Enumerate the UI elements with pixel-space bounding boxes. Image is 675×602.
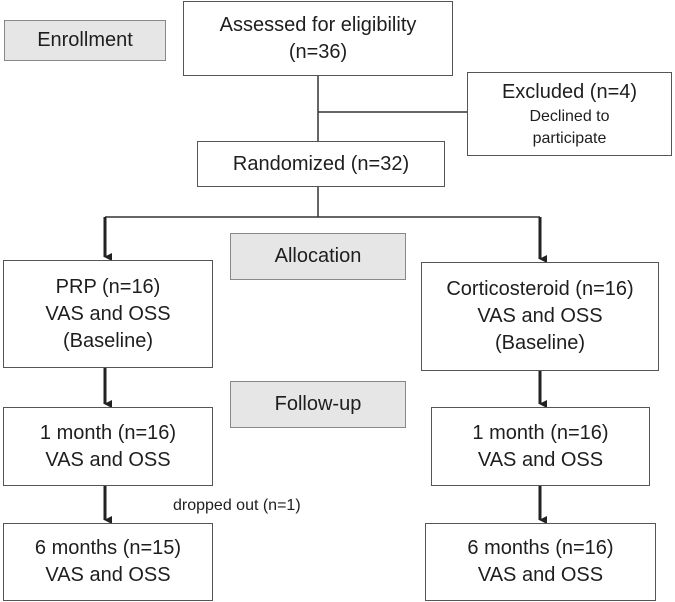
- prp-month6-box: 6 months (n=15) VAS and OSS: [3, 523, 213, 601]
- prp-baseline-line2: VAS and OSS: [45, 302, 171, 325]
- stage-label-allocation: Allocation: [230, 233, 406, 280]
- prp-baseline-line1: PRP (n=16): [55, 275, 161, 298]
- cs-baseline-box: Corticosteroid (n=16) VAS and OSS (Basel…: [421, 262, 659, 371]
- prp-month1-box: 1 month (n=16) VAS and OSS: [3, 407, 213, 486]
- randomized-box: Randomized (n=32): [197, 141, 445, 187]
- excluded-line3: participate: [532, 129, 607, 147]
- randomized-line1: Randomized (n=32): [232, 152, 410, 175]
- excluded-box: Excluded (n=4) Declined to participate: [467, 72, 672, 156]
- cs-month6-line1: 6 months (n=16): [467, 537, 614, 559]
- cs-month1-line2: VAS and OSS: [477, 448, 604, 471]
- prp-month6-line2: VAS and OSS: [45, 564, 171, 586]
- cs-baseline-line2: VAS and OSS: [477, 305, 603, 327]
- stage-label-enrollment: Enrollment: [4, 20, 166, 61]
- assessed-box: Assessed for eligibility (n=36): [183, 1, 453, 76]
- cs-month6-box: 6 months (n=16) VAS and OSS: [425, 523, 656, 601]
- prp-baseline-box: PRP (n=16) VAS and OSS (Baseline): [3, 260, 213, 368]
- cs-baseline-line3: (Baseline): [494, 332, 586, 354]
- prp-month1-line2: VAS and OSS: [45, 448, 171, 471]
- prp-month1-line1: 1 month (n=16): [39, 421, 177, 444]
- stage-label-followup: Follow-up: [230, 381, 406, 428]
- cs-month1-box: 1 month (n=16) VAS and OSS: [431, 407, 650, 486]
- prp-baseline-line3: (Baseline): [62, 329, 154, 352]
- assessed-line1: Assessed for eligibility: [219, 13, 417, 36]
- cs-month6-line2: VAS and OSS: [477, 564, 604, 586]
- prp-month6-line1: 6 months (n=15): [34, 537, 182, 559]
- cs-month1-line1: 1 month (n=16): [472, 421, 609, 444]
- excluded-line2: Declined to: [529, 107, 610, 125]
- excluded-line1: Excluded (n=4): [501, 80, 638, 103]
- assessed-line2: (n=36): [288, 40, 348, 63]
- dropout-note: dropped out (n=1): [173, 497, 301, 514]
- cs-baseline-line1: Corticosteroid (n=16): [446, 278, 634, 300]
